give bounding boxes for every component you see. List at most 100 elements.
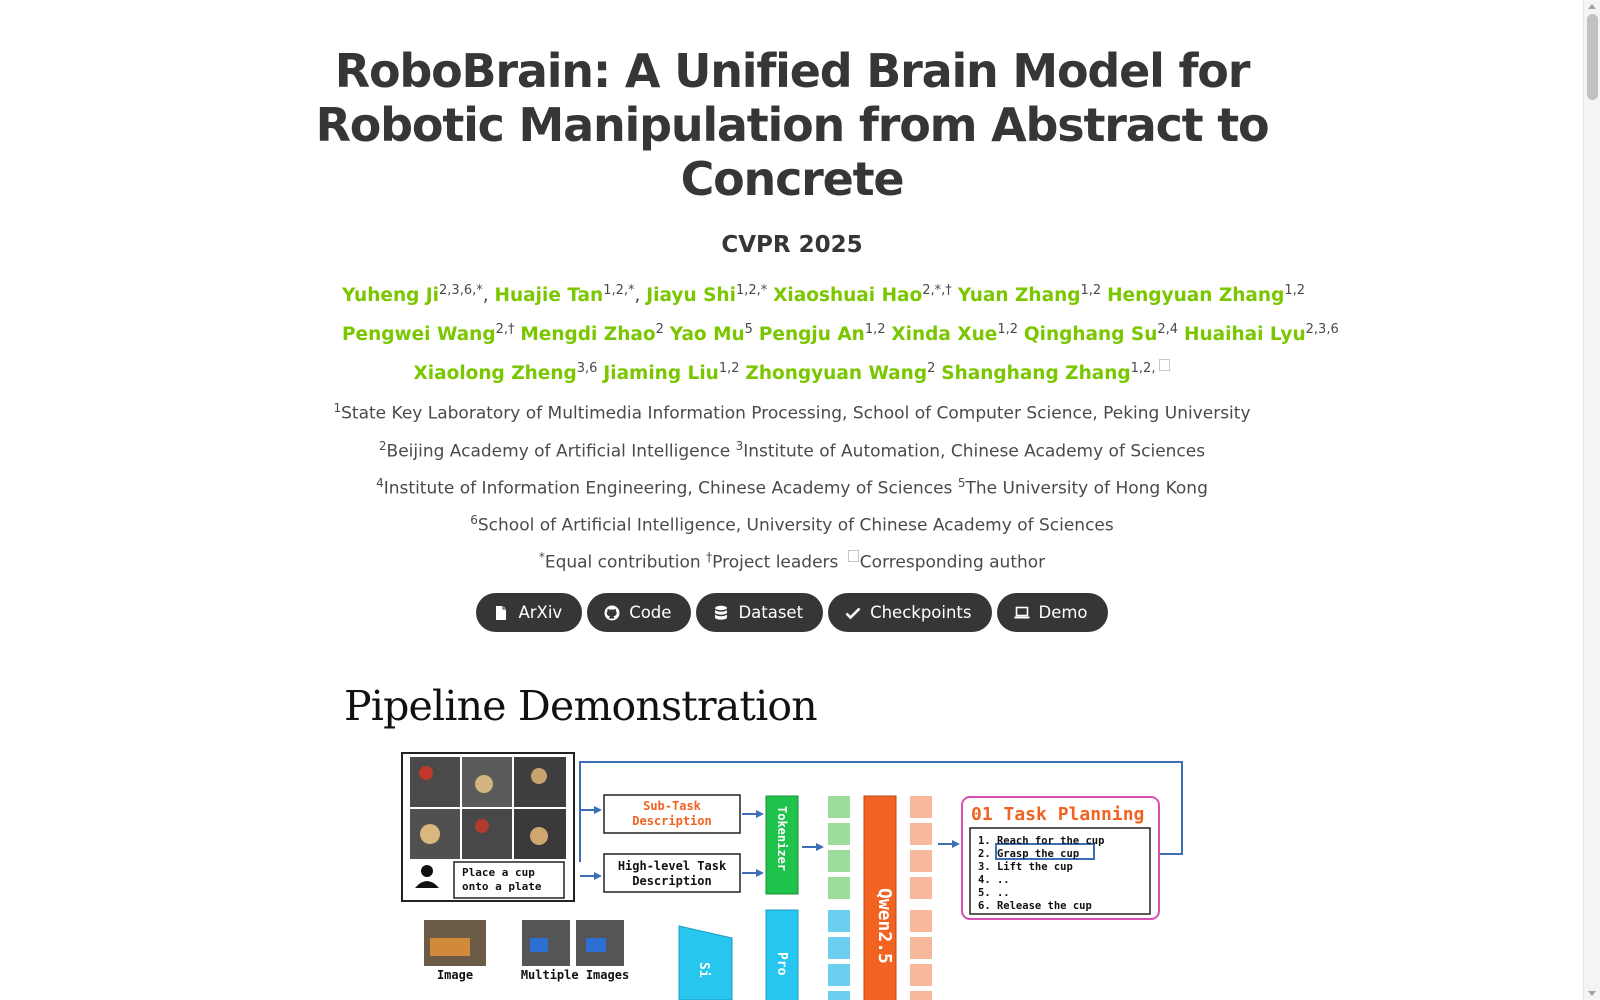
author-link[interactable]: Jiayu Shi	[646, 285, 736, 307]
frame-thumbnails	[410, 757, 566, 859]
affiliation-text: The University of Hong Kong	[965, 478, 1208, 499]
link-button-label: Checkpoints	[870, 603, 972, 623]
author-link[interactable]: Jiaming Liu	[603, 363, 719, 385]
affiliation-line: *Equal contribution †Project leaders Cor…	[0, 542, 1584, 579]
link-button-label: ArXiv	[518, 603, 563, 623]
author-affiliation-marks: 1,2	[1080, 283, 1102, 298]
author-affiliation-marks: 1,2	[1284, 283, 1306, 298]
author-list: Yuheng Ji2,3,6,*, Huajie Tan 1,2,*, Jiayu…	[342, 274, 1339, 391]
author-link[interactable]: Xiaolong Zheng	[413, 363, 577, 385]
subtask-box-line2: Description	[632, 814, 711, 828]
affiliation-text: Institute of Information Engineering, Ch…	[383, 478, 958, 499]
author: Pengwei Wang2,†	[342, 322, 515, 346]
link-button-arxiv[interactable]: ArXiv	[476, 593, 583, 633]
projector-block	[765, 909, 799, 1000]
affiliation-list: 1State Key Laboratory of Multimedia Info…	[0, 393, 1584, 579]
pipeline-diagram: Place a cup onto a plate Sub-Task Descri…	[401, 752, 1183, 1000]
affiliation-text: School of Artificial Intelligence, Unive…	[477, 515, 1114, 536]
author-link[interactable]: Huaihai Lyu	[1183, 324, 1306, 346]
project-header: RoboBrain: A Unified Brain Model for Rob…	[0, 44, 1584, 633]
affiliation-text: Project leaders	[712, 552, 844, 573]
author: Zhongyuan Wang2	[745, 361, 936, 385]
author-affiliation-marks: 2,3,6,*	[439, 283, 483, 298]
author: Xiaoshuai Hao2,*,†	[773, 283, 952, 307]
author-link[interactable]: Shanghang Zhang	[941, 363, 1131, 385]
author-link[interactable]: Xinda Xue	[891, 324, 998, 346]
affiliation-text: Institute of Automation, Chinese Academy…	[743, 441, 1206, 462]
instruction-text: Place a cup	[462, 866, 535, 879]
affiliation-mark: †	[706, 550, 713, 565]
affiliation-mark: 6	[470, 512, 478, 527]
affiliation-line: 4Institute of Information Engineering, C…	[0, 468, 1584, 505]
affiliation-mark: 5	[957, 475, 966, 490]
scrollbar-thumb[interactable]	[1587, 14, 1598, 100]
paper-title: RoboBrain: A Unified Brain Model for Rob…	[315, 44, 1270, 206]
projector-label: Pro	[774, 952, 789, 976]
author: Xiaolong Zheng3,6	[413, 361, 598, 385]
file-icon	[493, 605, 509, 621]
plan-step: 6. Release the cup	[978, 900, 1092, 912]
author-line: Yuheng Ji2,3,6,*, Huajie Tan 1,2,*, Jiayu…	[342, 274, 1305, 313]
image-label: Image	[437, 968, 473, 982]
affiliation-line: 1State Key Laboratory of Multimedia Info…	[0, 393, 1584, 430]
affiliation-text: Corresponding author	[859, 552, 1046, 573]
author: Shanghang Zhang1,2,	[941, 359, 1171, 385]
affiliation-mark: 1	[333, 401, 342, 416]
author-link[interactable]: Yuheng Ji	[342, 285, 440, 307]
corresponding-author-icon	[1159, 359, 1171, 372]
llm-block	[863, 795, 897, 1000]
author: Jiayu Shi1,2,*	[646, 283, 768, 307]
author-affiliation-marks: 1,2,	[1130, 361, 1156, 377]
affiliation-line: 6School of Artificial Intelligence, Univ…	[0, 505, 1584, 542]
highlighted-step	[995, 843, 1095, 860]
svg-text:onto a plate: onto a plate	[462, 880, 542, 893]
affiliation-mark: 3	[735, 438, 744, 453]
author-link[interactable]: Zhongyuan Wang	[745, 363, 928, 385]
multi-image-label: Multiple Images	[521, 968, 629, 982]
author-separator: ,	[634, 285, 647, 307]
author: Qinghang Su2,4	[1023, 322, 1178, 346]
vertical-scrollbar[interactable]	[1583, 0, 1600, 1000]
user-icon	[415, 865, 439, 888]
siglip-label: Si	[696, 962, 711, 978]
author-link[interactable]: Qinghang Su	[1023, 324, 1158, 346]
author-link[interactable]: Huajie Tan	[494, 285, 604, 307]
author-affiliation-marks: 2	[927, 361, 936, 377]
author-affiliation-marks: 1,2,*	[735, 283, 768, 298]
scroll-up-arrow-icon[interactable]	[1588, 4, 1596, 9]
author-link[interactable]: Xiaoshuai Hao	[773, 285, 923, 307]
author-link[interactable]: Yuan Zhang	[957, 285, 1081, 307]
plan-step: 4. ..	[978, 874, 1010, 886]
link-button-demo[interactable]: Demo	[996, 593, 1108, 633]
affiliation-line: 2Beijing Academy of Artificial Intellige…	[0, 431, 1584, 468]
author-link[interactable]: Hengyuan Zhang	[1107, 285, 1285, 307]
corresponding-author-icon	[847, 549, 859, 562]
database-icon	[713, 605, 729, 621]
author-line: Xiaolong Zheng3,6 Jiaming Liu1,2 Zhongyu…	[342, 352, 1242, 391]
task-planning-title: 01 Task Planning	[971, 804, 1144, 825]
tokenizer-label: Tokenizer	[775, 806, 789, 871]
author-separator: ,	[482, 285, 495, 307]
author-link[interactable]: Mengdi Zhao	[520, 324, 656, 346]
author-affiliation-marks: 1,2	[718, 361, 740, 377]
output-tokens	[910, 796, 932, 1000]
author: Pengju An1,2	[758, 322, 886, 346]
author: Hengyuan Zhang1,2	[1107, 283, 1306, 307]
plan-step: 2. Grasp the cup	[978, 848, 1079, 860]
laptop-icon	[1014, 605, 1030, 621]
link-button-code[interactable]: Code	[587, 593, 692, 633]
author-link[interactable]: Pengwei Wang	[342, 324, 496, 346]
author: Yuan Zhang1,2	[957, 283, 1102, 307]
plan-step: 1. Reach for the cup	[978, 835, 1104, 847]
author-affiliation-marks: 3,6	[576, 361, 598, 377]
affiliation-mark: 4	[376, 475, 384, 490]
link-button-checkpoints[interactable]: Checkpoints	[828, 593, 992, 633]
link-button-dataset[interactable]: Dataset	[696, 593, 824, 633]
author-link[interactable]: Pengju An	[758, 324, 865, 346]
author-link[interactable]: Yao Mu	[669, 324, 745, 346]
author: Huaihai Lyu2,3,6	[1183, 322, 1339, 346]
scroll-down-arrow-icon[interactable]	[1588, 991, 1596, 996]
